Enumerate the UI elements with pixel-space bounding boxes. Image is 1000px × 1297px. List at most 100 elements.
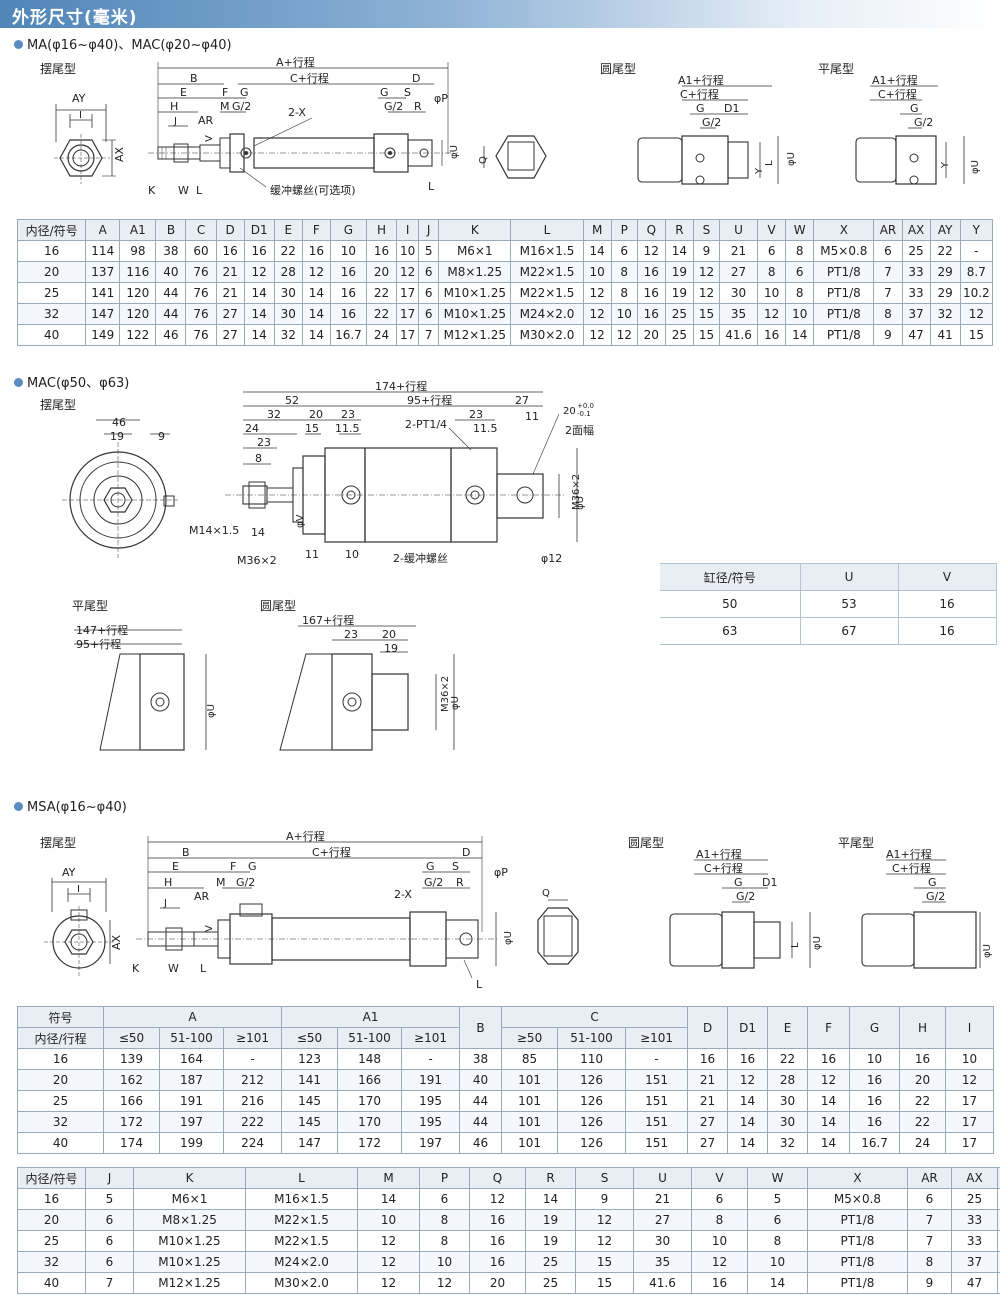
table-cell: 8 (610, 282, 638, 304)
table-cell: 6 (610, 240, 638, 262)
table-cell: 21 (718, 240, 759, 262)
dim-c-stroke-msa: C+行程 (312, 846, 351, 859)
table-cell: 47 (901, 324, 931, 346)
table-cell: 50 (660, 590, 801, 618)
table-cell: 9 (873, 324, 903, 346)
table-cell: 6 (85, 1230, 134, 1252)
table-cell: 7 (907, 1209, 952, 1231)
dim-32: 32 (267, 408, 281, 421)
table-cell: 16 (899, 1048, 947, 1070)
dim-ay-msa: AY (62, 866, 76, 879)
table-cell: 16.7 (849, 1132, 901, 1154)
dim-r: R (414, 100, 422, 113)
table-cell: 6 (418, 282, 440, 304)
table-cell: 12 (357, 1272, 420, 1294)
table-cell: 33 (901, 261, 931, 283)
table-cell: 16 (636, 261, 666, 283)
table-cell: 14 (727, 1111, 769, 1133)
dim-ar-msa: AR (194, 890, 210, 903)
label-round-msa: 圆尾型 (628, 836, 665, 850)
bullet-icon (14, 40, 23, 49)
table-cell: 22 (899, 1111, 947, 1133)
table-cell: 37 (951, 1251, 998, 1273)
dim-g-flat: G (910, 102, 919, 115)
table-cell: 16 (17, 1188, 86, 1210)
table-cell: M5×0.8 (813, 240, 875, 262)
table-cell: 9 (692, 240, 721, 262)
table-cell: 22 (899, 1090, 947, 1112)
table-cell: 199 (159, 1132, 224, 1154)
table-cell: 12 (959, 303, 994, 325)
table-cell: 29 (929, 261, 961, 283)
table-cell: 14 (243, 303, 275, 325)
table-cell: 20 (365, 261, 398, 283)
table-cell: 174 (103, 1132, 160, 1154)
table-cell: M24×2.0 (510, 303, 584, 325)
table-cell: 10 (757, 282, 787, 304)
table-cell: 27 (633, 1209, 692, 1231)
table1-header-cell: J (418, 219, 440, 241)
table-cell: 195 (401, 1090, 461, 1112)
table-cell: 151 (625, 1132, 689, 1154)
table2-header-single: E (767, 1006, 809, 1049)
dim-g: G (240, 86, 249, 99)
table-cell: 172 (103, 1111, 160, 1133)
table-cell: M22×1.5 (245, 1230, 358, 1252)
dim-m36-front: M36×2 (237, 554, 277, 567)
table2-sub-a1: 51-100 (337, 1027, 403, 1049)
table-cell: 12 (575, 1230, 634, 1252)
table3-header-cell: AR (907, 1167, 952, 1189)
table-cell: 20 (16, 261, 87, 283)
table-cell: 139 (103, 1048, 160, 1070)
table-cell: 53 (800, 590, 899, 618)
table-cell: 8 (610, 261, 638, 283)
table-cell: 101 (501, 1132, 559, 1154)
table-cell: 22 (767, 1048, 809, 1070)
table-cell: M5×0.8 (807, 1188, 908, 1210)
table-cell: 5 (747, 1188, 808, 1210)
table-cell: M24×2.0 (245, 1251, 358, 1273)
dim-20-round: 20 (382, 628, 396, 641)
table2-header-single: D1 (727, 1006, 769, 1049)
table1-header-cell: D (215, 219, 245, 241)
table2-corner-bottom: 内径/行程 (17, 1027, 104, 1049)
dim-w-msa: W (168, 962, 179, 975)
table-cell: 21 (687, 1069, 729, 1091)
table1-header-cell: K (438, 219, 512, 241)
table-cell: 25 (17, 1230, 86, 1252)
msa-round-tail-view: A1+行程 C+行程 G D1 G/2 L φU (669, 848, 823, 969)
table-cell: 41.6 (633, 1272, 692, 1294)
table-cell: 33 (951, 1230, 998, 1252)
dim-cushion2: 2-缓冲螺丝 (393, 551, 448, 565)
table-cell: 7 (85, 1272, 134, 1294)
table-cell: 20 (17, 1069, 104, 1091)
dim-23-b: 23 (257, 436, 271, 449)
dim-a1-stroke-msa-flat: A1+行程 (886, 848, 932, 861)
dim-ay: AY (72, 92, 86, 105)
table-cell: 41 (929, 324, 961, 346)
dim-phi-u-round2: φU (450, 696, 461, 710)
msa-flat-tail-view: A1+行程 C+行程 G G/2 φU (861, 848, 993, 969)
table-cell: M16×1.5 (510, 240, 584, 262)
dim-b: B (190, 72, 198, 85)
dim-phi12: φ12 (541, 552, 562, 565)
table-cell: 16 (727, 1048, 769, 1070)
ma-rear-end-view: Q (478, 135, 547, 179)
table2-header-single: I (945, 1006, 995, 1049)
table-cell: 32 (17, 1111, 104, 1133)
table-cell: 8 (907, 1251, 952, 1273)
table-cell: 14 (807, 1111, 851, 1133)
table-cell: 25 (525, 1251, 576, 1273)
table-cell: 14 (727, 1132, 769, 1154)
dim-2x: 2-X (288, 106, 306, 119)
dim-y-flat: Y (940, 161, 951, 169)
dim-v-msa: V (204, 925, 215, 932)
dim-i: I (79, 110, 82, 121)
table3-header-cell: L (245, 1167, 358, 1189)
table1-header-cell: G (329, 219, 367, 241)
